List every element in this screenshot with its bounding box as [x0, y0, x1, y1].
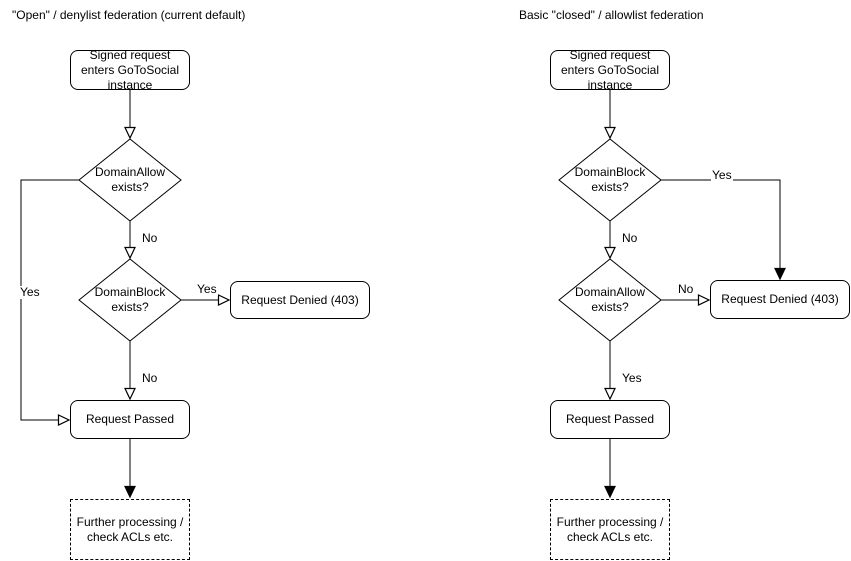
- node-left-start: Signed request enters GoToSocial instanc…: [70, 48, 190, 92]
- label-left-domainblock: DomainBlock exists?: [94, 285, 166, 314]
- node-right-request-denied: Request Denied (403): [710, 280, 850, 319]
- node-left-request-passed: Request Passed: [70, 400, 190, 439]
- node-right-start: Signed request enters GoToSocial instanc…: [550, 48, 670, 92]
- right-chart-title: Basic "closed" / allowlist federation: [519, 8, 704, 22]
- label-right-domainblock: DomainBlock exists?: [574, 165, 646, 194]
- edge-left-allow-yes-to-passed: [20, 179, 79, 426]
- decision-left-domainallow: [78, 138, 182, 222]
- edge-label-right-no-1: No: [621, 231, 639, 245]
- edge-label-left-yes-passed: Yes: [19, 285, 41, 299]
- edge-label-left-no-2: No: [141, 371, 159, 385]
- label-right-domainallow: DomainAllow exists?: [574, 285, 646, 314]
- node-right-request-passed: Request Passed: [550, 400, 670, 439]
- edge-label-left-yes-denied: Yes: [196, 282, 218, 296]
- edge-label-left-no-1: No: [141, 231, 159, 245]
- node-right-further-processing: Further processing / check ACLs etc.: [550, 499, 670, 560]
- edge-label-right-no-denied: No: [677, 282, 695, 296]
- left-chart-title: "Open" / denylist federation (current de…: [12, 8, 246, 22]
- node-left-request-denied: Request Denied (403): [230, 281, 370, 319]
- edge-label-right-yes-denied: Yes: [711, 168, 733, 182]
- node-left-further-processing: Further processing / check ACLs etc.: [70, 499, 190, 560]
- decision-right-domainblock: [558, 138, 662, 222]
- edge-right-block-yes-to-denied: [661, 179, 786, 281]
- decision-left-domainblock: [78, 258, 182, 342]
- label-left-domainallow: DomainAllow exists?: [94, 165, 166, 194]
- decision-right-domainallow: [558, 258, 662, 342]
- edge-label-right-yes-passed: Yes: [621, 371, 643, 385]
